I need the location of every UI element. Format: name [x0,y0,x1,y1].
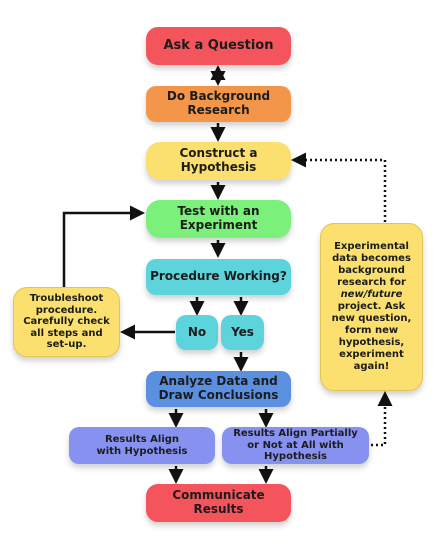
note-text-emphasis: new/future [340,289,403,300]
test-experiment-label: Test with an Experiment [177,204,260,232]
results-align-label: Results Align with Hypothesis [96,434,188,457]
communicate-results-box: Communicate Results [146,484,291,522]
procedure-working-label: Procedure Working? [150,269,287,284]
analyze-data-box: Analyze Data and Draw Conclusions [146,371,291,407]
no-label: No [187,324,207,339]
analyze-data-label: Analyze Data and Draw Conclusions [158,374,279,402]
note-text-after: project. Ask new question, form new hypo… [331,301,412,372]
results-align-box: Results Align with Hypothesis [69,427,215,464]
troubleshoot-box: Troubleshoot procedure. Carefully check … [13,287,120,357]
hypothesis-box: Construct a Hypothesis [146,142,291,180]
note-text-before: Experimental data becomes background res… [332,241,411,288]
ask-question-label: Ask a Question [163,37,274,53]
arrow-partial-note [371,391,393,447]
background-research-box: Do Background Research [146,86,291,122]
ask-question-box: Ask a Question [146,27,291,65]
yes-box: Yes [221,315,264,350]
hypothesis-label: Construct a Hypothesis [179,146,258,174]
no-box: No [176,315,218,350]
arrow-note-hypothesis [291,152,387,222]
communicate-results-label: Communicate Results [172,488,265,516]
experimental-data-note-box: Experimental data becomes background res… [320,223,423,391]
results-partial-label: Results Align Partially or Not at All wi… [233,428,358,463]
results-partial-box: Results Align Partially or Not at All wi… [222,427,369,464]
test-experiment-box: Test with an Experiment [146,200,291,238]
procedure-working-box: Procedure Working? [146,259,291,295]
arrow-troubleshoot-test [62,205,145,287]
yes-label: Yes [231,324,254,339]
experimental-data-note: Experimental data becomes background res… [327,241,416,373]
background-research-label: Do Background Research [166,89,271,117]
troubleshoot-label: Troubleshoot procedure. Carefully check … [23,293,110,351]
